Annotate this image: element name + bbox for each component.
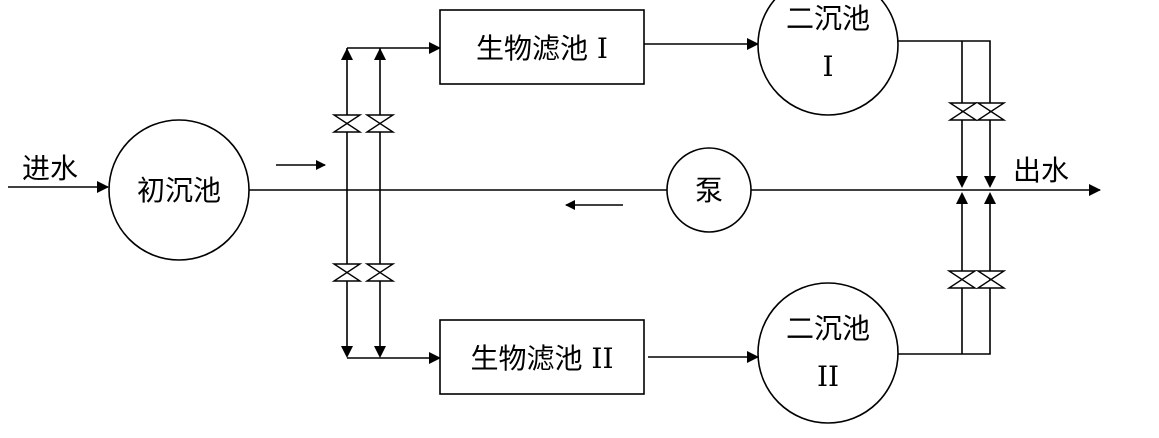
- secondary-clarifier-1-number: I: [822, 50, 833, 83]
- valve-icon[interactable]: [975, 270, 1007, 289]
- secondary-clarifier-2-number: II: [817, 360, 839, 393]
- valve-icon[interactable]: [331, 263, 363, 282]
- up-arrowhead: [984, 192, 996, 204]
- up-arrowhead: [341, 48, 353, 60]
- effluent-pipe-1b: [898, 40, 991, 178]
- secondary-clarifier-1: 二沉池 I: [757, 0, 899, 116]
- pump: 泵: [666, 147, 752, 233]
- valve-icon[interactable]: [364, 263, 396, 282]
- valve-icon[interactable]: [364, 114, 396, 133]
- primary-clarifier: 初沉池: [108, 119, 250, 261]
- biofilter-1-label: 生物滤池 I: [476, 32, 608, 65]
- inlet-distribution-pipes: [341, 42, 441, 364]
- valve-icon[interactable]: [947, 102, 979, 121]
- down-arrowhead: [984, 176, 996, 188]
- primary-clarifier-label: 初沉池: [137, 174, 221, 207]
- biofilter-1: 生物滤池 I: [439, 9, 645, 85]
- effluent-pipe-2b: [898, 204, 991, 355]
- up-arrowhead: [374, 48, 386, 60]
- valve-icon[interactable]: [946, 270, 978, 289]
- secondary-clarifier-1-label: 二沉池: [786, 2, 870, 35]
- outlet-label: 出水: [1013, 154, 1069, 187]
- valve-icon[interactable]: [975, 102, 1007, 121]
- valve-icon[interactable]: [331, 114, 363, 133]
- effluent-pipes: [898, 40, 996, 355]
- pump-label: 泵: [695, 174, 723, 207]
- down-arrowhead: [374, 346, 386, 358]
- secondary-clarifier-2: 二沉池 II: [757, 282, 899, 424]
- biofilter-2-label: 生物滤池 II: [470, 342, 613, 375]
- down-arrowhead: [341, 346, 353, 358]
- inlet-label: 进水: [22, 152, 78, 185]
- biofilter-2: 生物滤池 II: [439, 319, 645, 395]
- up-arrowhead: [956, 192, 968, 204]
- secondary-clarifier-2-label: 二沉池: [786, 312, 870, 345]
- down-arrowhead: [956, 176, 968, 188]
